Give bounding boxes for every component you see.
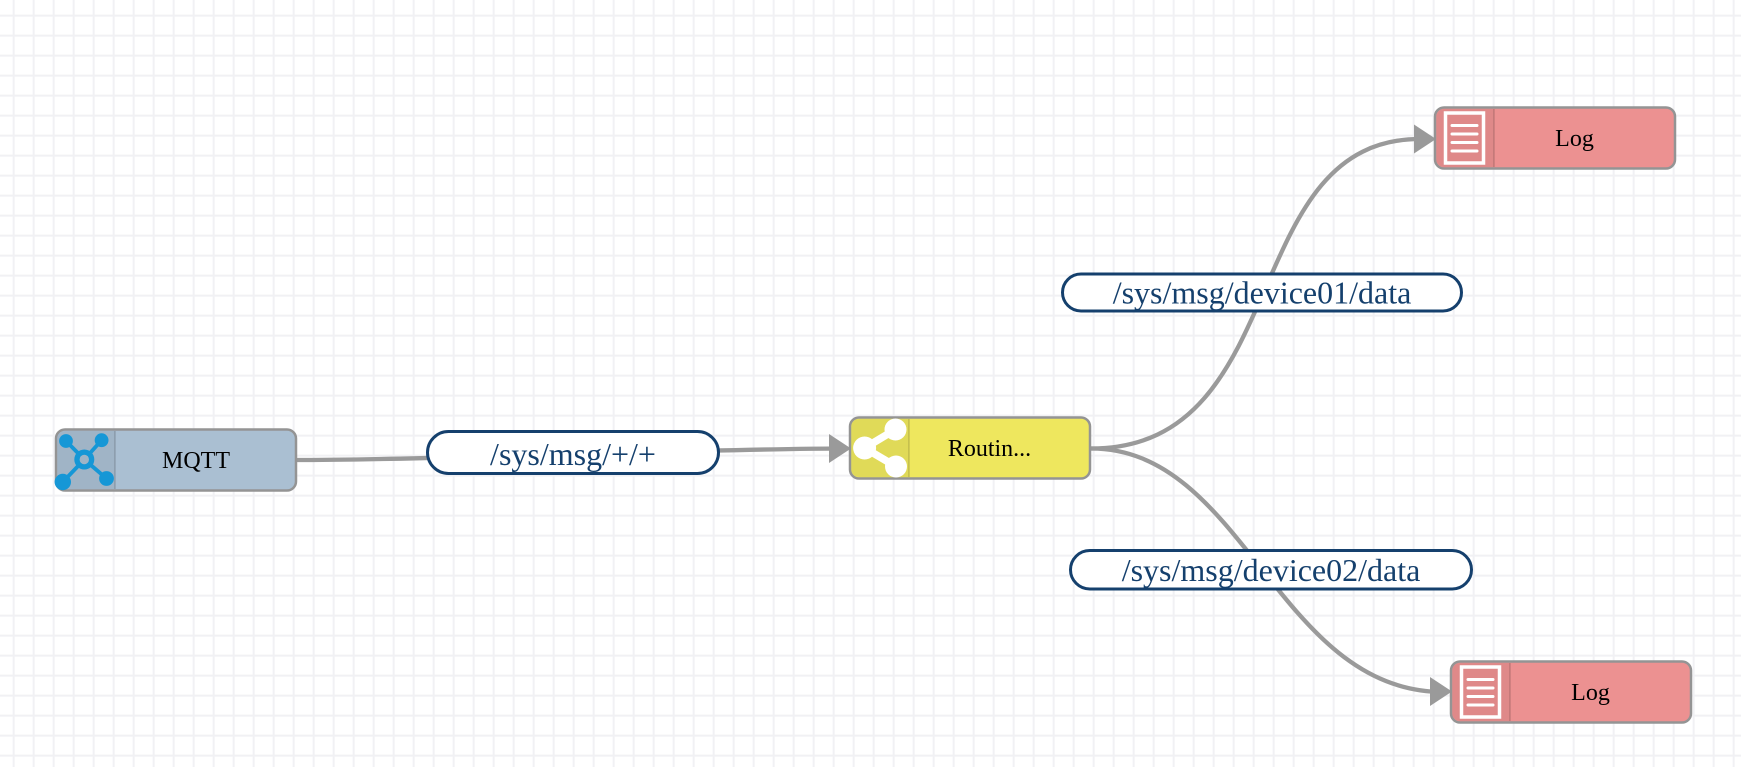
svg-text:/sys/msg/device01/data: /sys/msg/device01/data [1113,275,1412,311]
svg-text:Log: Log [1555,126,1594,152]
svg-text:MQTT: MQTT [162,448,230,474]
svg-text:Routin...: Routin... [948,436,1031,462]
svg-text:/sys/msg/device02/data: /sys/msg/device02/data [1122,552,1421,588]
svg-text:/sys/msg/+/+: /sys/msg/+/+ [490,436,656,472]
svg-text:Log: Log [1571,680,1610,706]
